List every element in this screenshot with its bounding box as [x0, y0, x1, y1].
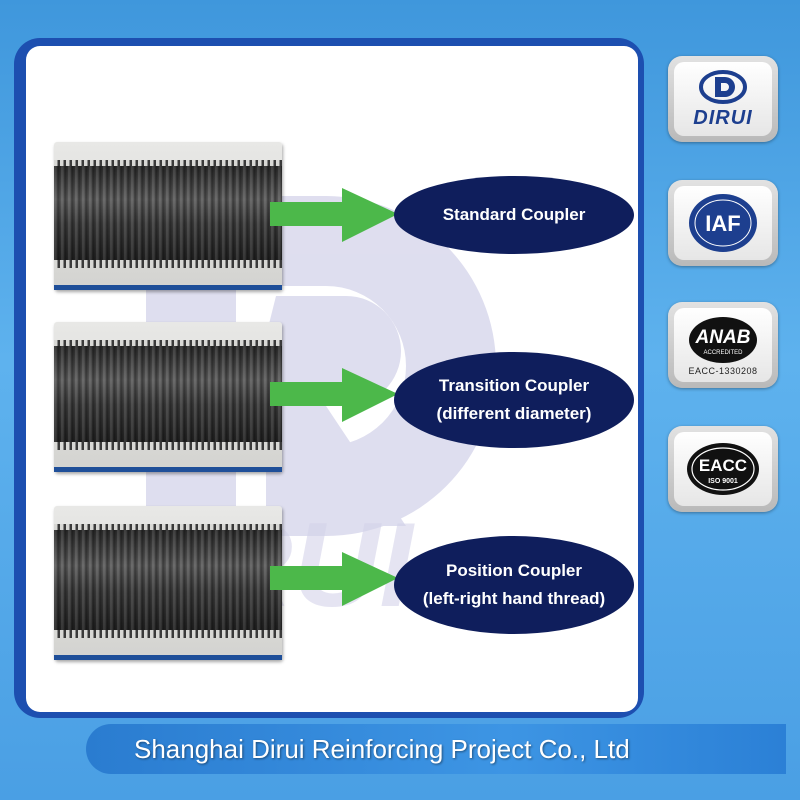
- eacc-badge: EACC ISO 9001: [668, 426, 778, 512]
- svg-text:ACCREDITED: ACCREDITED: [703, 350, 743, 356]
- arrow-icon: [270, 188, 398, 242]
- standard-coupler-image: [54, 142, 282, 290]
- position-coupler-label: Position Coupler (left-right hand thread…: [394, 536, 634, 634]
- anab-badge: ANAB ACCREDITED EACC-1330208: [668, 302, 778, 388]
- arrow-icon: [270, 368, 398, 422]
- svg-text:IAF: IAF: [705, 211, 740, 236]
- svg-text:ANAB: ANAB: [695, 327, 751, 348]
- iaf-seal-icon: IAF: [689, 194, 757, 252]
- transition-coupler-image: [54, 322, 282, 472]
- anab-code: EACC-1330208: [688, 365, 758, 376]
- arrow-icon: [270, 552, 398, 606]
- position-coupler-image: [54, 506, 282, 660]
- footer-bar: [86, 724, 786, 774]
- transition-coupler-label: Transition Coupler (different diameter): [394, 352, 634, 448]
- svg-text:EACC: EACC: [699, 456, 747, 475]
- standard-coupler-label: Standard Coupler: [394, 176, 634, 254]
- anab-seal-icon: ANAB ACCREDITED: [689, 316, 757, 363]
- dirui-logo-text: DIRUI: [693, 106, 753, 129]
- eacc-seal-icon: EACC ISO 9001: [687, 443, 759, 495]
- dirui-logo-badge: DIRUI: [668, 56, 778, 142]
- dirui-logo-icon: [699, 69, 747, 104]
- iaf-badge: IAF: [668, 180, 778, 266]
- company-name: Shanghai Dirui Reinforcing Project Co., …: [134, 734, 630, 764]
- svg-text:ISO 9001: ISO 9001: [708, 478, 738, 485]
